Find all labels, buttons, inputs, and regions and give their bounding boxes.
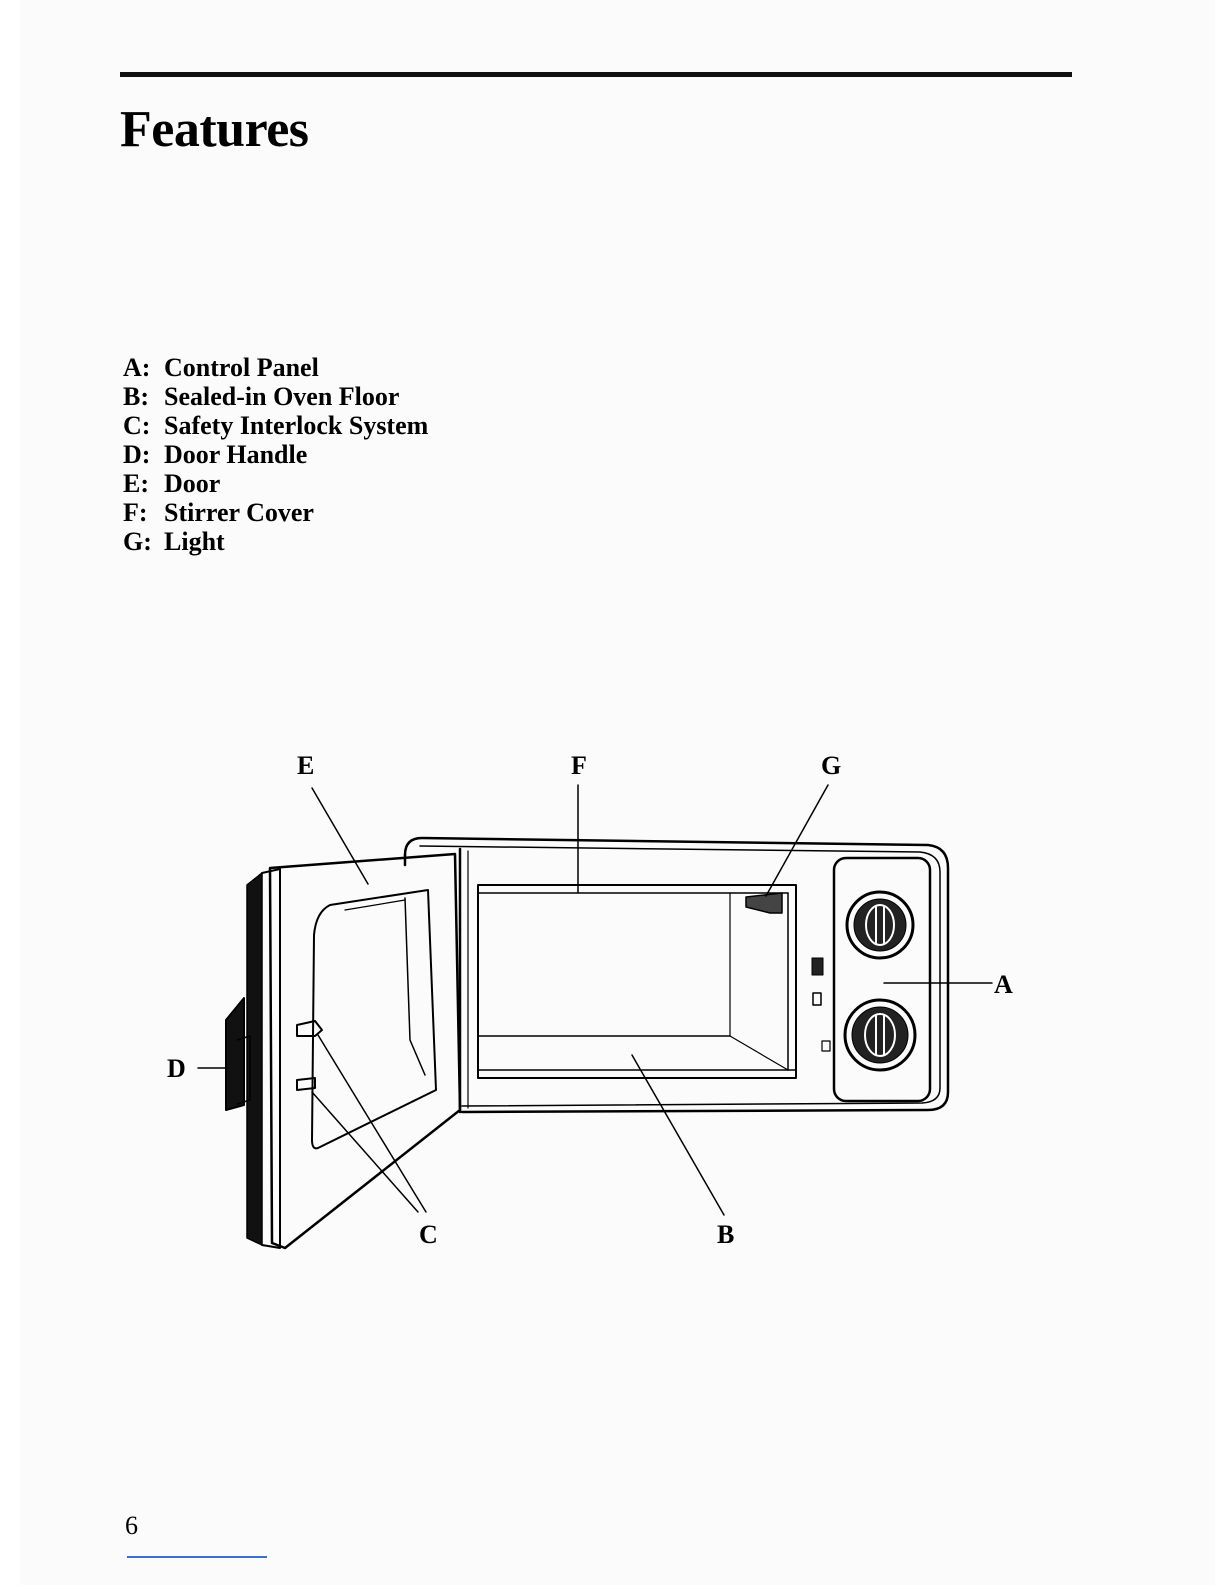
page-number: 6: [125, 1511, 138, 1541]
leader-line-e: [312, 788, 368, 884]
callout-b: B: [717, 1222, 734, 1248]
oven-door: [270, 854, 460, 1248]
control-panel: [812, 858, 930, 1101]
leader-line-g: [766, 785, 828, 896]
callout-c: C: [419, 1222, 438, 1248]
oven-cabinet: [405, 838, 948, 1112]
oven-light: [746, 893, 782, 913]
callout-e: E: [297, 753, 314, 779]
timer-dial: [847, 892, 913, 958]
leader-line-c1: [318, 1035, 426, 1212]
callout-f: F: [571, 753, 587, 779]
callout-d: D: [167, 1056, 186, 1082]
power-dial: [845, 1000, 915, 1070]
footer-rule: [127, 1556, 267, 1558]
callout-a: A: [994, 972, 1013, 998]
interlock-latches: [297, 1021, 322, 1090]
leader-line-c2: [312, 1092, 418, 1212]
door-edge: [247, 869, 280, 1248]
oven-cavity: [478, 885, 796, 1078]
callout-g: G: [821, 753, 841, 779]
